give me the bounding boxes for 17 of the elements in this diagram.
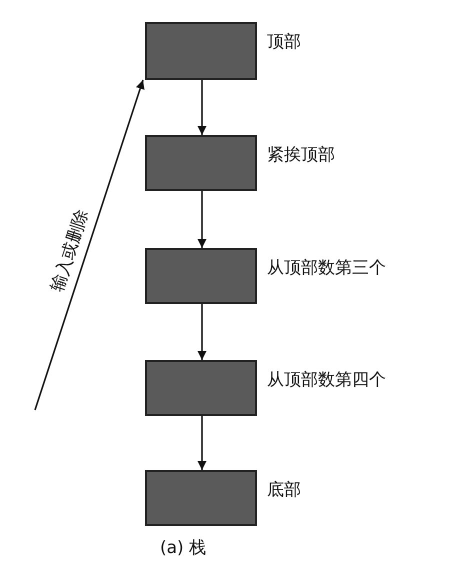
- position-label: 从顶部数第四个: [267, 369, 386, 391]
- stack-box: [145, 135, 257, 191]
- stack-box: [145, 248, 257, 304]
- arrow: [198, 80, 206, 135]
- position-label: 顶部: [267, 31, 301, 53]
- caption: (a) 栈: [160, 537, 206, 559]
- arrow: [198, 191, 206, 248]
- position-label: 底部: [267, 479, 301, 501]
- stack-box: [145, 360, 257, 416]
- stack-box: [145, 470, 257, 526]
- stack-box: [145, 22, 257, 80]
- arrow: [34, 80, 144, 410]
- edge-label: 输入或删除: [46, 206, 94, 294]
- arrow: [198, 416, 206, 470]
- position-label: 紧挨顶部: [267, 144, 335, 166]
- position-label: 从顶部数第三个: [267, 257, 386, 279]
- arrow: [198, 304, 206, 360]
